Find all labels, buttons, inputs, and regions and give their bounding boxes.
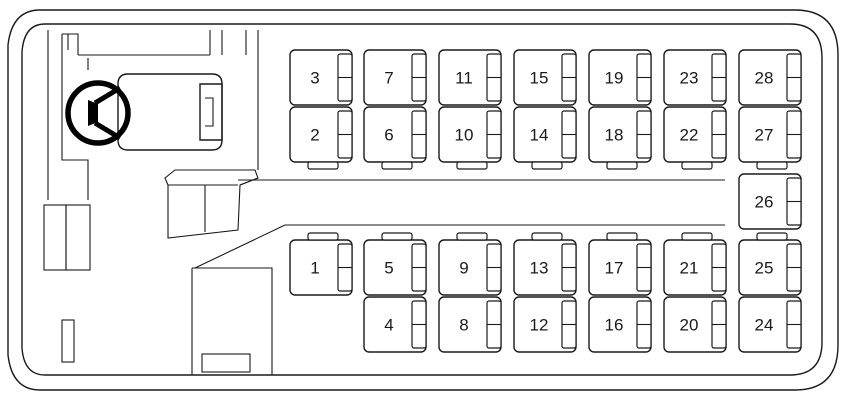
seat-23[interactable]: 23 [663, 49, 727, 106]
seat-armrest [756, 232, 788, 241]
seat-14[interactable]: 14 [513, 106, 577, 170]
luggage-compartment [191, 267, 273, 375]
driver-seat [117, 73, 223, 151]
seat-armrest [456, 232, 488, 241]
seat-4[interactable]: 4 [363, 296, 427, 353]
seat-9[interactable]: 9 [438, 232, 502, 296]
seat-number: 15 [530, 69, 549, 88]
seat-7[interactable]: 7 [363, 49, 427, 106]
seat-number: 26 [755, 193, 774, 212]
seat-26[interactable]: 26 [738, 173, 802, 230]
seat-armrest [381, 232, 413, 241]
seat-armrest [606, 232, 638, 241]
seat-number: 22 [680, 126, 699, 145]
seat-10[interactable]: 10 [438, 106, 502, 170]
seat-6[interactable]: 6 [363, 106, 427, 170]
seat-28[interactable]: 28 [738, 49, 802, 106]
seat-number: 2 [310, 126, 319, 145]
bus-outer-hull [7, 9, 839, 391]
seat-number: 5 [384, 259, 393, 278]
seat-27[interactable]: 27 [738, 106, 802, 170]
seat-armrest [307, 161, 339, 170]
seat-armrest [307, 232, 339, 241]
seat-number: 17 [605, 259, 624, 278]
seat-3[interactable]: 3 [289, 49, 353, 106]
seat-number: 20 [680, 316, 699, 335]
front-dashboard [47, 30, 259, 200]
steering-wheel-icon [65, 80, 131, 146]
seat-number: 12 [530, 316, 549, 335]
seat-number: 9 [459, 259, 468, 278]
seat-armrest [531, 161, 563, 170]
seat-2[interactable]: 2 [289, 106, 353, 170]
seat-number: 7 [384, 69, 393, 88]
seat-armrest [456, 161, 488, 170]
passenger-seats: 3217654111098151413121918171623222120282… [289, 49, 802, 353]
seat-number: 14 [530, 126, 549, 145]
left-door-panels [43, 204, 91, 363]
seat-number: 16 [605, 316, 624, 335]
seat-11[interactable]: 11 [438, 49, 502, 106]
seat-16[interactable]: 16 [588, 296, 652, 353]
seat-number: 23 [680, 69, 699, 88]
seat-number: 27 [755, 126, 774, 145]
seat-22[interactable]: 22 [663, 106, 727, 170]
bus-inner-hull [21, 23, 823, 376]
seat-armrest [681, 232, 713, 241]
aisle [194, 177, 725, 269]
seat-number: 18 [605, 126, 624, 145]
seat-number: 21 [680, 259, 699, 278]
seat-number: 8 [459, 316, 468, 335]
seat-17[interactable]: 17 [588, 232, 652, 296]
seat-armrest [606, 161, 638, 170]
seat-number: 24 [755, 316, 774, 335]
seat-number: 11 [455, 69, 473, 88]
seat-number: 4 [384, 316, 393, 335]
seat-19[interactable]: 19 [588, 49, 652, 106]
seat-8[interactable]: 8 [438, 296, 502, 353]
seat-armrest [531, 232, 563, 241]
seat-5[interactable]: 5 [363, 232, 427, 296]
seat-number: 28 [755, 69, 774, 88]
seat-1[interactable]: 1 [289, 232, 353, 296]
seat-number: 19 [605, 69, 624, 88]
seat-number: 10 [455, 126, 474, 145]
seat-number: 3 [310, 69, 319, 88]
seat-15[interactable]: 15 [513, 49, 577, 106]
seat-24[interactable]: 24 [738, 296, 802, 353]
seat-20[interactable]: 20 [663, 296, 727, 353]
seat-armrest [756, 161, 788, 170]
seat-armrest [681, 161, 713, 170]
seat-armrest [381, 161, 413, 170]
seat-13[interactable]: 13 [513, 232, 577, 296]
seat-18[interactable]: 18 [588, 106, 652, 170]
seat-number: 6 [384, 126, 393, 145]
seat-12[interactable]: 12 [513, 296, 577, 353]
seat-number: 25 [755, 259, 774, 278]
seat-number: 1 [310, 259, 319, 278]
seat-21[interactable]: 21 [663, 232, 727, 296]
seat-25[interactable]: 25 [738, 232, 802, 296]
seat-number: 13 [530, 259, 549, 278]
